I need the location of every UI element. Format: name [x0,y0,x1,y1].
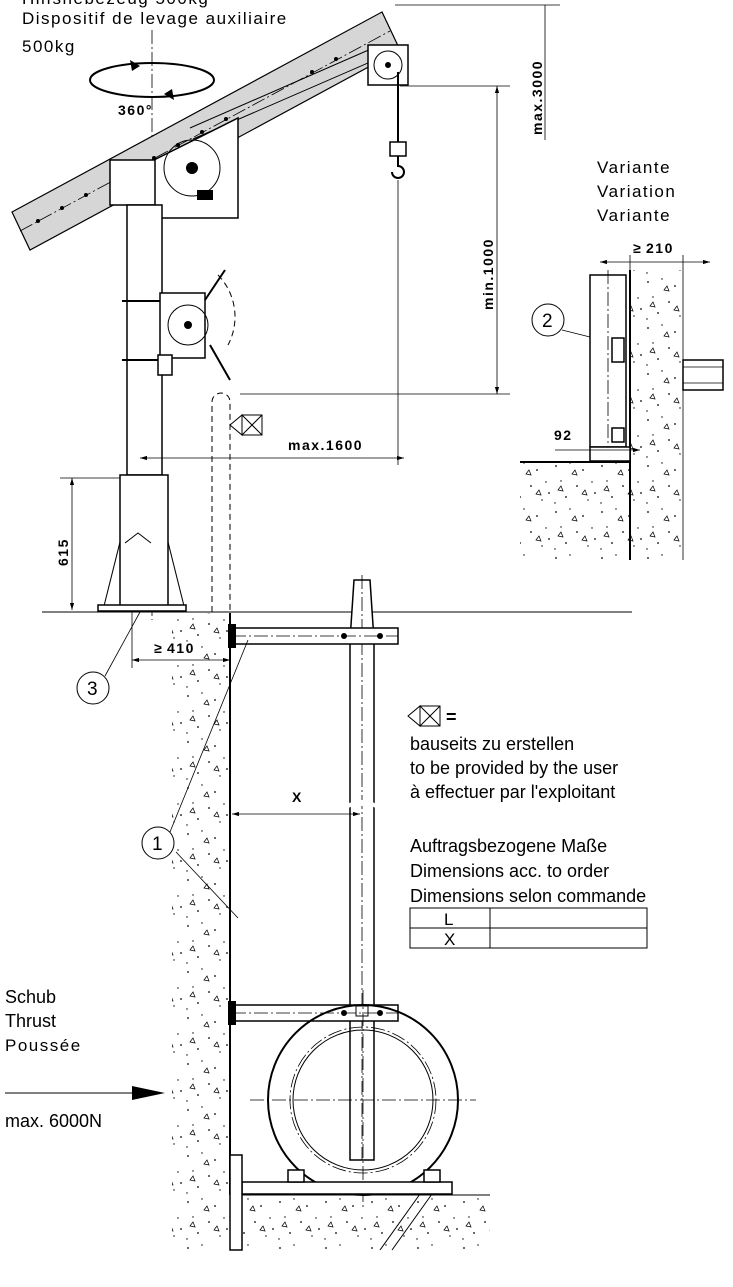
winch-housing [109,116,239,219]
order-line2: Dimensions acc. to order [410,861,609,881]
dim-wall-offset: 92 [554,427,573,443]
upper-bracket [228,624,399,648]
dim-wall-width-ge: ≥ [633,240,642,256]
hoist-rope [389,72,407,179]
thrust-line1: Schub [5,987,56,1007]
dim-min-hook: min.1000 [480,238,496,310]
dim-x: X [292,789,303,805]
dim-base-height: 615 [55,538,71,566]
callout-1: 1 [141,639,249,919]
variant-line3: Variante [597,206,671,225]
pit-floor-concrete [172,1195,490,1250]
pipe-cross-section [250,990,476,1210]
thrust-max: max. 6000N [5,1111,102,1131]
head-pulley [367,44,409,86]
thrust-line2: Thrust [5,1011,56,1031]
dim-max-height: max.3000 [529,60,545,135]
wall-concrete [172,613,230,1250]
crane-column [97,204,187,612]
callout-3: 3 [76,611,141,705]
order-row-x-label: X [444,930,455,949]
thrust-arrow [5,1086,165,1100]
guide-tube [347,575,377,1161]
lower-bracket [228,1001,399,1025]
order-line1: Auftragsbezogene Maße [410,836,607,856]
dim-wall-width: 210 [646,240,674,256]
title-capacity: 500kg [22,37,76,56]
order-row-l-label: L [444,910,453,929]
svg-text:2: 2 [542,311,553,332]
order-table [409,907,648,949]
variant-line1: Variante [597,158,671,177]
dim-min-distance: 410 [167,640,195,656]
order-line3: Dimensions selon commande [410,886,646,906]
manual-winch [157,269,236,381]
pipe-support [229,1154,453,1251]
dim-max-reach: max.1600 [288,437,363,453]
wall-outline-dashed [211,392,231,612]
notice-line2: to be provided by the user [410,758,618,778]
notice-line1: bauseits zu erstellen [410,734,574,754]
title-line-de: Hilfshebezeug 500kg [22,0,209,8]
variant-line2: Variation [597,182,676,201]
notice-line3: à effectuer par l'exploitant [410,782,615,802]
notice-symbol-suffix: = [446,707,457,727]
crossed-box-pointer-icon [229,413,263,437]
svg-text:3: 3 [87,679,98,700]
thrust-line3: Poussée [5,1036,82,1055]
crane-jib [11,11,401,251]
dim-min-distance-ge: ≥ [154,640,163,656]
svg-text:1: 1 [152,834,163,855]
rotation-label: 360° [118,102,153,118]
notice-crossed-box-icon [407,704,441,728]
variant-detail [520,255,724,560]
title-line-fr: Dispositif de levage auxiliaire [22,9,288,28]
